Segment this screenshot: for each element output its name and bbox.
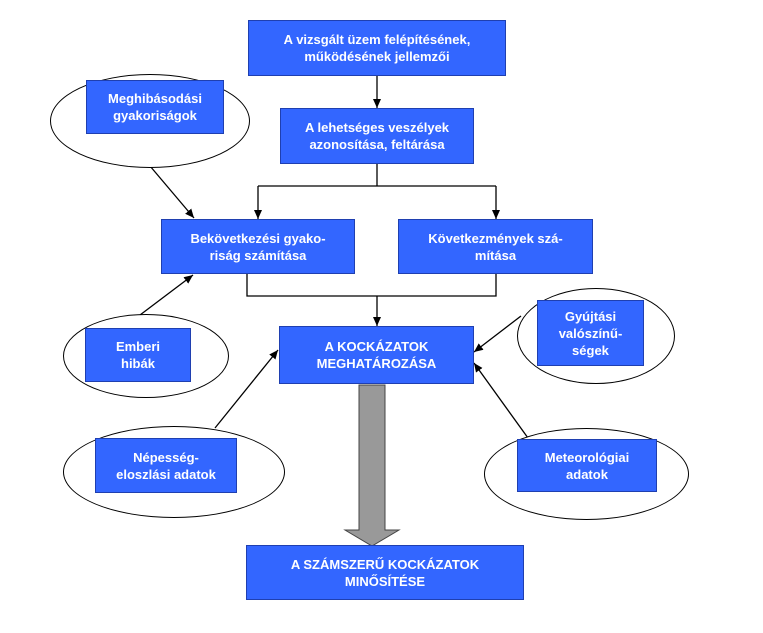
box-consequence-calculation-label: Következmények szá- mítása	[428, 230, 563, 263]
box-hazard-identification-label: A lehetséges veszélyek azonosítása, felt…	[304, 120, 450, 152]
box-plant-characteristics-label: A vizsgált üzem felépítésének, működésén…	[283, 32, 471, 64]
box-ignition-probabilities: Gyújtási valószínű- ségek	[537, 300, 644, 366]
box-risk-determination: A KOCKÁZATOK MEGHATÁROZÁSA	[279, 326, 474, 384]
arrow-failure-rates	[149, 165, 195, 219]
box-hazard-identification: A lehetséges veszélyek azonosítása, felt…	[280, 108, 474, 164]
box-quantified-risk-qualification-label: A SZÁMSZERŰ KOCKÁZATOK MINŐSÍTÉSE	[290, 556, 480, 589]
connector-merge	[246, 274, 497, 297]
arrow-human-errors	[139, 274, 194, 316]
box-consequence-calculation: Következmények szá- mítása	[398, 219, 593, 274]
box-meteorological-data: Meteorológiai adatok	[517, 439, 657, 492]
arrow-meteo	[473, 362, 529, 439]
box-ignition-probabilities-label: Gyújtási valószínű- ségek	[558, 308, 623, 358]
arrow-ignition	[473, 315, 522, 353]
box-plant-characteristics: A vizsgált üzem felépítésének, működésén…	[248, 20, 506, 76]
box-quantified-risk-qualification: A SZÁMSZERŰ KOCKÁZATOK MINŐSÍTÉSE	[246, 545, 524, 600]
big-arrow	[343, 384, 401, 547]
box-meteorological-data-label: Meteorológiai adatok	[544, 449, 630, 482]
box-population-distribution-label: Népesség- eloszlási adatok	[116, 449, 216, 482]
box-failure-rates: Meghibásodási gyakoriságok	[86, 80, 224, 134]
box-frequency-calculation-label: Bekövetkezési gyako- riság számítása	[190, 230, 326, 263]
box-frequency-calculation: Bekövetkezési gyako- riság számítása	[161, 219, 355, 274]
box-human-errors-label: Emberi hibák	[115, 339, 161, 371]
box-population-distribution: Népesség- eloszlási adatok	[95, 438, 237, 493]
box-failure-rates-label: Meghibásodási gyakoriságok	[108, 91, 202, 123]
arrow-population	[214, 349, 279, 429]
box-risk-determination-label: A KOCKÁZATOK MEGHATÁROZÁSA	[316, 339, 437, 371]
box-human-errors: Emberi hibák	[85, 328, 191, 382]
